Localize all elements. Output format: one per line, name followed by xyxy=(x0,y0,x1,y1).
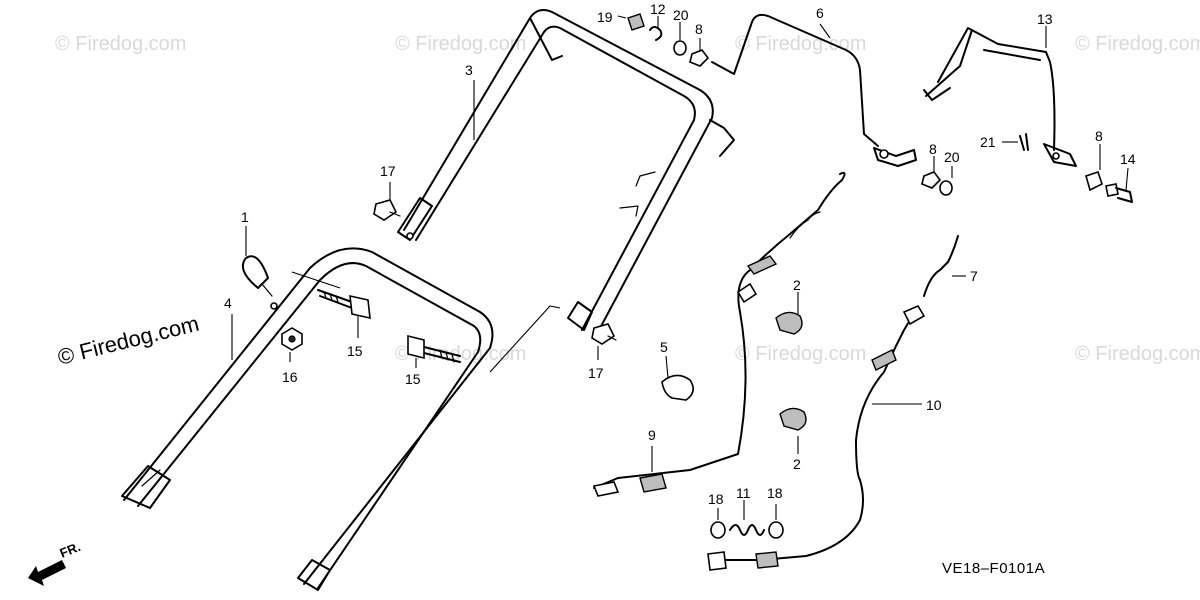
knob xyxy=(373,199,401,221)
callout-13: 13 xyxy=(1037,11,1053,27)
washer xyxy=(710,521,726,539)
callout-1: 1 xyxy=(241,209,249,225)
callout-17: 17 xyxy=(380,163,396,179)
cable xyxy=(707,304,926,571)
callout-18: 18 xyxy=(767,485,783,501)
callout-2: 2 xyxy=(793,277,801,293)
washer xyxy=(768,521,784,539)
callout-leaders xyxy=(231,15,1129,520)
callout-15: 15 xyxy=(405,371,421,387)
cable xyxy=(592,171,846,497)
assembly-leader xyxy=(291,271,341,289)
watermark-large: © Firedog.com xyxy=(55,311,201,370)
callout-11: 11 xyxy=(736,485,751,501)
collar xyxy=(627,13,645,31)
callout-14: 14 xyxy=(1120,151,1136,167)
nut xyxy=(689,49,710,67)
front-arrow-icon xyxy=(28,560,66,586)
washer xyxy=(939,180,953,196)
callout-17: 17 xyxy=(588,365,604,381)
bolt xyxy=(317,289,371,320)
knob xyxy=(591,323,617,345)
bolt xyxy=(1105,183,1133,203)
nut-hole xyxy=(288,335,296,343)
callout-18: 18 xyxy=(708,491,724,507)
callout-20: 20 xyxy=(673,7,689,23)
watermark: © Firedog.com xyxy=(395,33,526,55)
upper-handle xyxy=(397,9,735,333)
control-rod xyxy=(711,13,879,147)
watermark: © Firedog.com xyxy=(1075,33,1200,55)
callout-16: 16 xyxy=(282,369,298,385)
cable-clamp xyxy=(661,374,694,401)
callout-9: 9 xyxy=(648,427,656,443)
callout-15: 15 xyxy=(347,343,363,359)
callout-8: 8 xyxy=(1095,128,1103,144)
nut xyxy=(1085,170,1103,192)
callout-8: 8 xyxy=(695,21,703,37)
watermarks: © Firedog.com © Firedog.com © Firedog.co… xyxy=(55,33,1200,365)
callout-8: 8 xyxy=(929,141,937,157)
spring xyxy=(729,524,765,536)
callout-6: 6 xyxy=(816,5,824,21)
callouts: 1 2 2 3 4 5 6 7 8 8 8 9 10 11 12 13 14 1… xyxy=(224,1,1136,507)
callout-21: 21 xyxy=(980,134,996,150)
callout-10: 10 xyxy=(926,397,942,413)
callout-20: 20 xyxy=(944,149,960,165)
clutch-lever xyxy=(923,27,1077,167)
callout-2: 2 xyxy=(793,456,801,472)
cable-clip xyxy=(779,407,807,431)
cable-clip xyxy=(775,311,803,335)
cable-guide xyxy=(242,255,273,297)
washer xyxy=(673,40,687,56)
callout-3: 3 xyxy=(465,62,473,78)
diagram-code: VE18–F0101A xyxy=(942,560,1045,577)
lower-handle xyxy=(121,247,494,591)
watermark: © Firedog.com xyxy=(735,343,866,365)
spring xyxy=(923,235,959,297)
watermark: © Firedog.com xyxy=(735,33,866,55)
watermark: © Firedog.com xyxy=(1075,343,1200,365)
callout-4: 4 xyxy=(224,295,232,311)
callout-7: 7 xyxy=(970,268,978,284)
pin xyxy=(1019,133,1029,151)
callout-12: 12 xyxy=(650,1,666,17)
callout-5: 5 xyxy=(660,339,668,355)
nut xyxy=(921,171,942,189)
callout-19: 19 xyxy=(597,9,613,25)
assembly-leader xyxy=(489,305,561,373)
front-label: FR. xyxy=(58,539,83,561)
spring-washer xyxy=(649,26,663,41)
bolt xyxy=(407,334,461,363)
watermark: © Firedog.com xyxy=(55,33,186,55)
front-direction-marker: FR. xyxy=(28,539,83,586)
